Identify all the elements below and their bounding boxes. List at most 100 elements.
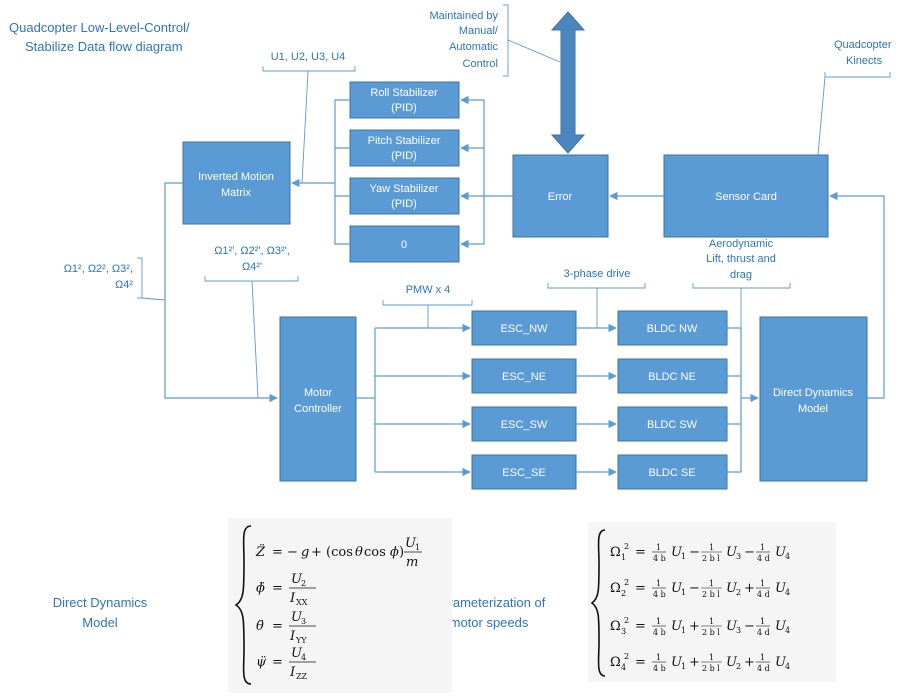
omega-mid-label-1: Ω1²', Ω2²', Ω3²', <box>214 245 290 257</box>
svg-text:2 b l: 2 b l <box>702 590 720 599</box>
parameterization-caption-1: Parameterization of <box>433 595 546 610</box>
aero-bracket <box>692 283 791 289</box>
svg-text:XX: XX <box>296 598 308 607</box>
three-phase-bracket <box>547 283 646 289</box>
kinects-bracket <box>824 72 891 78</box>
svg-text:2 b l: 2 b l <box>702 664 720 673</box>
aero-label-1: Aerodynamic <box>709 238 774 250</box>
stabilizer-collector-wire <box>334 99 350 245</box>
omega-left-pointer <box>141 297 166 301</box>
svg-text:2: 2 <box>621 589 626 598</box>
svg-text:Ω: Ω <box>610 545 621 560</box>
omega-left-label-2: Ω4² <box>115 279 133 291</box>
svg-text:Ω: Ω <box>610 581 621 596</box>
svg-text:4 b: 4 b <box>653 590 666 599</box>
svg-text:U: U <box>726 545 738 560</box>
svg-text:2: 2 <box>624 578 629 587</box>
svg-text:g: g <box>301 545 309 560</box>
svg-text:1: 1 <box>656 543 661 552</box>
bldc-ne-label: BLDC NE <box>648 371 696 383</box>
inverted-motion-label-2: Matrix <box>221 187 251 199</box>
svg-text:ϕ: ϕ <box>390 545 399 560</box>
svg-text:+: + <box>689 619 700 634</box>
svg-text:=: = <box>635 581 646 596</box>
svg-text:1: 1 <box>681 552 686 561</box>
diagram-title-line1: Quadcopter Low-Level-Control/ <box>9 20 190 35</box>
svg-text:4 b: 4 b <box>653 664 666 673</box>
pitch-stabilizer-box <box>349 129 460 167</box>
maintained-label-3: Automatic <box>449 41 498 53</box>
esc-nw-label: ESC_NW <box>500 323 548 335</box>
direct-dynamics-model-box <box>759 316 868 482</box>
svg-text:1: 1 <box>709 543 714 552</box>
yaw-stabilizer-box <box>349 177 460 215</box>
motor-controller-label-2: Controller <box>294 403 342 415</box>
svg-text:=: = <box>635 655 646 670</box>
svg-text:YY: YY <box>295 636 307 645</box>
dynamics-to-sensor-arrow <box>829 191 885 399</box>
svg-text:4 d: 4 d <box>757 554 770 563</box>
svg-text:4: 4 <box>785 626 790 635</box>
svg-text:2: 2 <box>736 588 741 597</box>
bldc-nw-label: BLDC NW <box>647 323 698 335</box>
svg-text:−: − <box>744 545 755 560</box>
svg-text:3: 3 <box>621 627 626 636</box>
svg-text:U: U <box>671 619 683 634</box>
svg-text:U: U <box>291 610 303 625</box>
svg-text:1: 1 <box>709 617 714 626</box>
svg-text:4 b: 4 b <box>653 628 666 637</box>
zero-box-label: 0 <box>401 239 407 251</box>
svg-text:U: U <box>726 581 738 596</box>
pitch-stabilizer-label-1: Pitch Stabilizer <box>368 135 441 147</box>
svg-text:4 d: 4 d <box>757 628 770 637</box>
svg-text:=: = <box>272 581 283 596</box>
svg-text:1: 1 <box>709 653 714 662</box>
svg-text:4 d: 4 d <box>757 590 770 599</box>
omega-left-bracket <box>137 257 143 299</box>
svg-text:U: U <box>775 619 787 634</box>
zero-box <box>349 225 460 263</box>
svg-text:−: − <box>689 545 700 560</box>
svg-text:I: I <box>289 665 296 680</box>
svg-text:U: U <box>775 545 787 560</box>
svg-text:−: − <box>744 619 755 634</box>
svg-text:+: + <box>689 655 700 670</box>
svg-text:2: 2 <box>624 652 629 661</box>
inverted-motion-matrix-box <box>182 141 291 225</box>
svg-text:ψ̈: ψ̈ <box>256 655 267 670</box>
svg-text:1: 1 <box>656 653 661 662</box>
svg-text:U: U <box>775 581 787 596</box>
svg-text:ϕ̈: ϕ̈ <box>256 581 265 596</box>
svg-text:1: 1 <box>760 543 765 552</box>
svg-text:=: = <box>272 619 283 634</box>
kinects-pointer <box>817 76 826 156</box>
svg-text:4: 4 <box>785 588 790 597</box>
inverted-motion-label-1: Inverted Motion <box>198 171 274 183</box>
esc-ne-label: ESC_NE <box>502 371 546 383</box>
roll-stabilizer-box <box>349 81 460 119</box>
svg-text:I: I <box>289 629 296 644</box>
manual-control-double-arrow <box>550 11 586 154</box>
kinects-label-2: Kinects <box>846 55 883 67</box>
svg-text:I: I <box>289 591 296 606</box>
direct-dynamics-caption-2: Model <box>82 615 118 630</box>
svg-text:4: 4 <box>785 552 790 561</box>
dynamics-label-2: Model <box>798 403 828 415</box>
svg-text:2: 2 <box>736 662 741 671</box>
svg-text:U: U <box>726 619 738 634</box>
svg-text:m: m <box>406 555 418 570</box>
pitch-stabilizer-label-2: (PID) <box>391 150 417 162</box>
svg-text:U: U <box>726 655 738 670</box>
aero-label-3: drag <box>730 269 752 281</box>
dynamics-label-1: Direct Dynamics <box>773 387 854 399</box>
svg-text:Ω: Ω <box>610 619 621 634</box>
pmw-bracket <box>382 300 473 306</box>
svg-text:cos: cos <box>364 545 386 560</box>
bldc-sw-label: BLDC SW <box>647 419 698 431</box>
svg-text:2 b l: 2 b l <box>702 628 720 637</box>
svg-text:1: 1 <box>760 653 765 662</box>
maintained-label-2: Manual/ <box>459 25 499 37</box>
svg-text:= −: = − <box>272 545 298 560</box>
